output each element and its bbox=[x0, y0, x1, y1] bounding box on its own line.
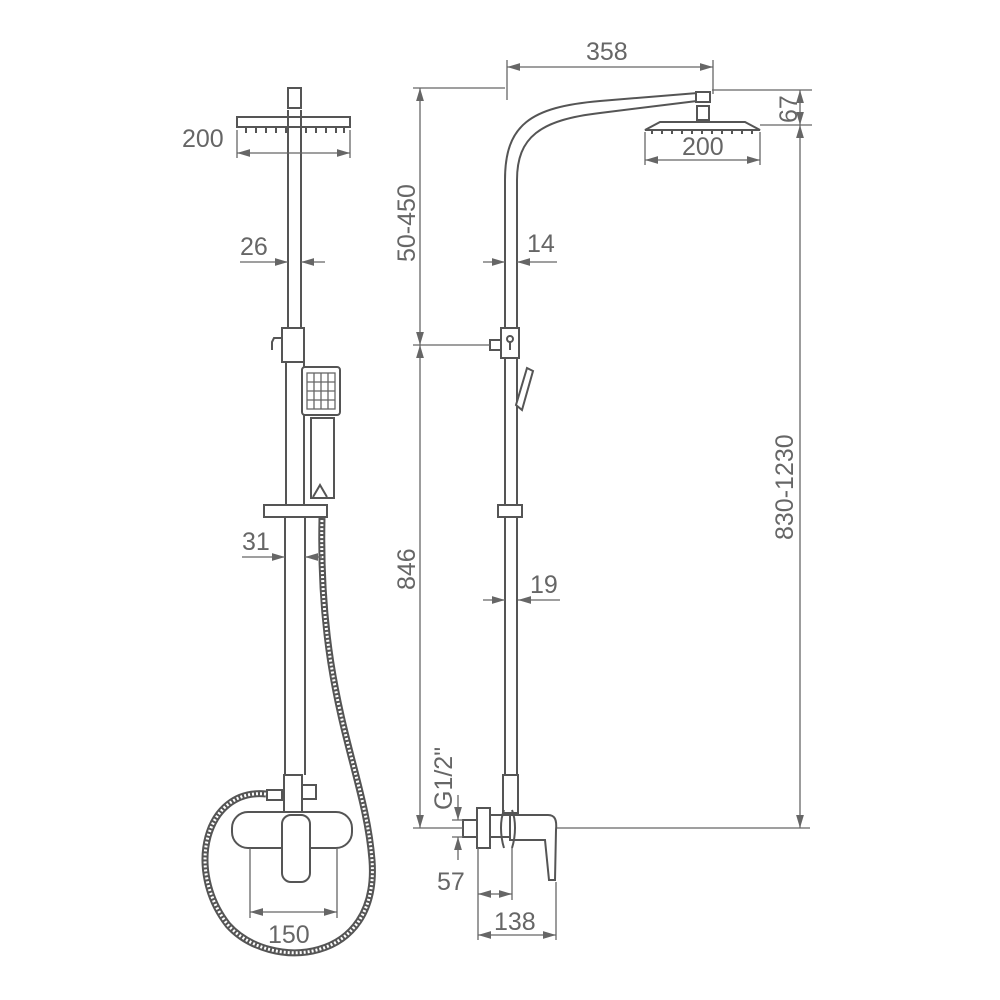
front-view: 200 26 31 150 bbox=[182, 87, 376, 957]
upper-pipe bbox=[287, 110, 302, 328]
dim-inlet-thread: G1/2" bbox=[430, 747, 463, 860]
label-upper-diameter: 26 bbox=[240, 233, 268, 261]
label-inlet-depth: 57 bbox=[437, 868, 465, 896]
dim-arm-reach: 358 bbox=[506, 38, 714, 100]
mixer-side bbox=[462, 774, 558, 881]
diverter-block bbox=[271, 327, 305, 363]
lower-pipe bbox=[284, 517, 306, 775]
dim-side-head-width: 200 bbox=[644, 132, 761, 165]
dim-inlet-depth: 57 bbox=[437, 848, 513, 900]
dim-front-upper-diameter: 26 bbox=[240, 233, 325, 266]
label-mixer-centers: 150 bbox=[268, 921, 310, 949]
dim-front-lower-diameter: 31 bbox=[242, 528, 322, 561]
label-inlet-thread: G1/2" bbox=[430, 747, 458, 810]
label-head-drop: 67 bbox=[775, 95, 803, 123]
label-height-adjust: 50-450 bbox=[393, 184, 421, 262]
dim-front-head-width: 200 bbox=[182, 125, 351, 158]
dim-side-lower-diameter: 19 bbox=[483, 571, 560, 604]
rain-shower-head-side bbox=[644, 121, 761, 134]
label-lower-diameter: 31 bbox=[242, 528, 270, 556]
label-head-width: 200 bbox=[182, 125, 224, 153]
slide-holder bbox=[263, 504, 328, 518]
dim-head-drop: 67 bbox=[712, 89, 812, 126]
rain-shower-head-front bbox=[236, 116, 351, 133]
arm-end bbox=[695, 91, 711, 103]
label-total-height: 830-1230 bbox=[771, 434, 799, 540]
riser-outer bbox=[504, 91, 711, 775]
label-slider-height: 846 bbox=[393, 548, 421, 590]
dim-side-upper-diameter: 14 bbox=[483, 230, 557, 266]
label-side-upper-diameter: 14 bbox=[527, 230, 555, 258]
dim-mixer-centers: 150 bbox=[249, 848, 338, 949]
dim-total-height: 830-1230 bbox=[557, 125, 810, 829]
mixer-front bbox=[231, 774, 353, 883]
label-arm-reach: 358 bbox=[586, 38, 628, 66]
head-swivel bbox=[696, 105, 710, 121]
diverter-side bbox=[489, 327, 520, 359]
head-connector bbox=[287, 87, 302, 109]
hand-shower-side bbox=[514, 366, 535, 412]
riser-inner bbox=[516, 100, 698, 775]
hand-shower-front bbox=[301, 366, 341, 499]
label-mixer-depth: 138 bbox=[494, 908, 536, 936]
label-side-head-width: 200 bbox=[682, 133, 724, 161]
dim-mixer-depth: 138 bbox=[477, 882, 557, 940]
dim-height-adjust: 50-450 bbox=[393, 87, 505, 346]
side-view: 358 67 200 830-1230 50-450 846 bbox=[393, 38, 812, 940]
dim-slider-height: 846 bbox=[393, 345, 463, 829]
label-side-lower-diameter: 19 bbox=[530, 571, 558, 599]
shower-hose bbox=[201, 517, 376, 957]
slide-holder-side bbox=[497, 504, 523, 518]
